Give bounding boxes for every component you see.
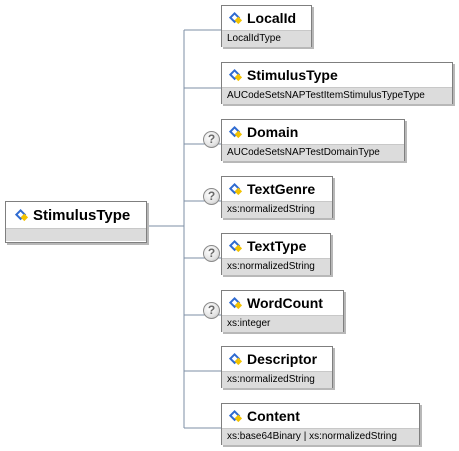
element-name: Content [247,408,300,424]
optional-question-icon: ? [203,131,220,148]
element-type: xs:normalizedString [222,258,330,275]
element-diamond-icon [228,409,243,422]
element-name: Domain [247,124,299,140]
element-diamond-icon [228,352,243,365]
element-header: Content [222,404,419,428]
element-type: xs:base64Binary | xs:normalizedString [222,428,419,445]
element-type: LocalIdType [222,30,311,47]
element-header: TextType [222,234,330,258]
element-type: xs:integer [222,315,343,332]
element-box-domain[interactable]: Domain AUCodeSetsNAPTestDomainType [221,119,405,161]
optional-question-icon: ? [203,245,220,262]
element-box-wordcount[interactable]: WordCount xs:integer [221,290,344,332]
element-header: LocalId [222,6,311,30]
element-box-stimulustype[interactable]: StimulusType AUCodeSetsNAPTestItemStimul… [221,62,453,104]
element-diamond-icon [228,11,243,24]
element-header: Descriptor [222,347,332,371]
element-diamond-icon [228,125,243,138]
element-box-texttype[interactable]: TextType xs:normalizedString [221,233,331,275]
element-diamond-icon [228,239,243,252]
element-name: LocalId [247,10,297,26]
element-header: StimulusType [222,63,452,87]
root-element-type [6,228,146,241]
root-element-name: StimulusType [33,206,131,224]
element-type: AUCodeSetsNAPTestItemStimulusTypeType [222,87,452,104]
element-header: TextGenre [222,177,332,201]
element-box-descriptor[interactable]: Descriptor xs:normalizedString [221,346,333,388]
element-diamond-icon [228,182,243,195]
root-element-header: StimulusType [6,202,146,228]
element-name: StimulusType [247,67,338,83]
element-diamond-icon [14,208,29,221]
element-header: WordCount [222,291,343,315]
optional-question-icon: ? [203,302,220,319]
element-diamond-icon [228,296,243,309]
element-name: TextGenre [247,181,316,197]
element-type: xs:normalizedString [222,371,332,388]
root-element-box[interactable]: StimulusType [5,201,147,243]
element-box-content[interactable]: Content xs:base64Binary | xs:normalizedS… [221,403,420,445]
element-header: Domain [222,120,404,144]
element-type: AUCodeSetsNAPTestDomainType [222,144,404,161]
optional-question-icon: ? [203,188,220,205]
element-box-textgenre[interactable]: TextGenre xs:normalizedString [221,176,333,218]
element-box-localid[interactable]: LocalId LocalIdType [221,5,312,47]
element-name: WordCount [247,295,323,311]
element-name: TextType [247,238,307,254]
element-type: xs:normalizedString [222,201,332,218]
element-diamond-icon [228,68,243,81]
element-name: Descriptor [247,351,318,367]
